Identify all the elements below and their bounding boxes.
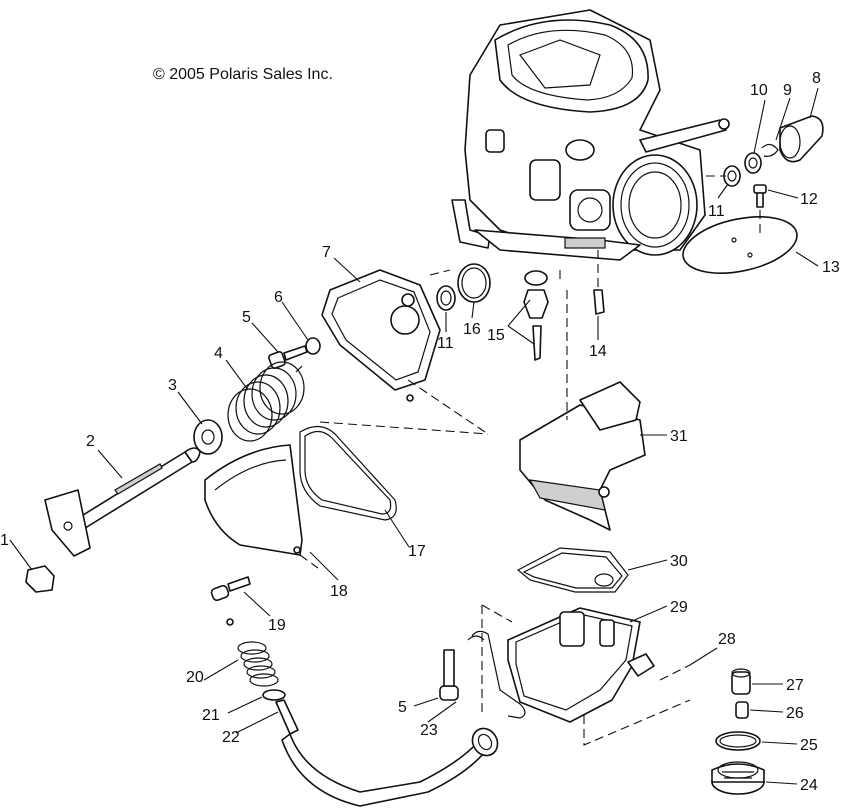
callout-20: 20 <box>186 669 204 686</box>
part-16-oring <box>457 263 491 303</box>
callout-23: 23 <box>420 722 438 739</box>
part-10-washer <box>744 152 762 174</box>
carburetor-body <box>451 9 730 261</box>
part-11-seal-left <box>436 285 456 311</box>
part-4-spring <box>227 361 305 442</box>
callout-5-lower: 5 <box>398 699 407 716</box>
part-23-vent-tube <box>467 630 526 719</box>
part-17-gasket <box>299 425 397 521</box>
callout-11-left: 11 <box>437 335 454 352</box>
part-11-seal-right <box>723 165 741 187</box>
callout-3: 3 <box>168 377 177 394</box>
callout-17: 17 <box>408 543 426 560</box>
callout-1: 1 <box>0 532 9 549</box>
callout-7: 7 <box>322 244 331 261</box>
part-19-screw <box>210 576 251 602</box>
callout-24: 24 <box>800 777 818 794</box>
part-2-throttle-shaft <box>44 447 201 557</box>
part-30-gasket <box>516 547 629 593</box>
callout-19: 19 <box>268 617 286 634</box>
callout-16: 16 <box>463 321 481 338</box>
part-15-needle-valve <box>523 270 549 361</box>
callout-28: 28 <box>718 631 736 648</box>
callout-5-upper: 5 <box>242 309 251 326</box>
callout-11-right: 11 <box>708 203 725 220</box>
callout-21: 21 <box>202 707 220 724</box>
part-25-oring <box>715 731 761 751</box>
callout-18: 18 <box>330 583 348 600</box>
part-6-washer <box>305 337 321 355</box>
callout-27: 27 <box>786 677 804 694</box>
part-8-cap <box>779 115 824 163</box>
part-26-needle-jet <box>735 701 749 719</box>
part-24-drain-cap <box>711 761 765 795</box>
part-27-main-jet <box>731 668 751 695</box>
part-5-screw-lower <box>439 649 459 701</box>
part-12-screw <box>753 184 767 208</box>
callout-10: 10 <box>750 82 768 99</box>
part-29-float-bowl <box>507 607 641 723</box>
part-18-cover <box>204 444 303 556</box>
copyright-text: © 2005 Polaris Sales Inc. <box>153 66 333 83</box>
callout-6: 6 <box>274 289 283 306</box>
callout-2: 2 <box>86 433 95 450</box>
part-22-cable <box>275 699 499 807</box>
part-7-diaphragm-cover <box>321 269 441 402</box>
callout-labels: 1 2 3 4 5 6 7 8 9 10 11 12 13 14 15 16 1… <box>0 70 840 794</box>
part-14-pilot-jet <box>593 289 605 315</box>
callout-9: 9 <box>783 82 792 99</box>
callout-26: 26 <box>786 705 804 722</box>
callout-31: 31 <box>670 428 688 445</box>
part-3-washer <box>193 419 223 455</box>
callout-4: 4 <box>214 345 223 362</box>
part-9-clip <box>761 143 779 157</box>
callout-29: 29 <box>670 599 688 616</box>
part-21-washer <box>262 689 286 701</box>
callout-15: 15 <box>487 327 505 344</box>
leader-lines <box>9 87 819 785</box>
callout-22: 22 <box>222 729 240 746</box>
part-13-throttle-plate <box>682 216 798 274</box>
callout-14: 14 <box>589 343 607 360</box>
part-20-spring <box>226 618 279 687</box>
callout-12: 12 <box>800 191 818 208</box>
callout-8: 8 <box>812 70 821 87</box>
part-28-drain-plug <box>627 653 655 677</box>
part-31-float <box>519 381 646 531</box>
callout-30: 30 <box>670 553 688 570</box>
part-5-screw-upper <box>268 345 308 369</box>
assembly-dashed-lines <box>299 175 761 746</box>
part-1-plug <box>25 565 55 593</box>
callout-25: 25 <box>800 737 818 754</box>
callout-13: 13 <box>822 259 840 276</box>
